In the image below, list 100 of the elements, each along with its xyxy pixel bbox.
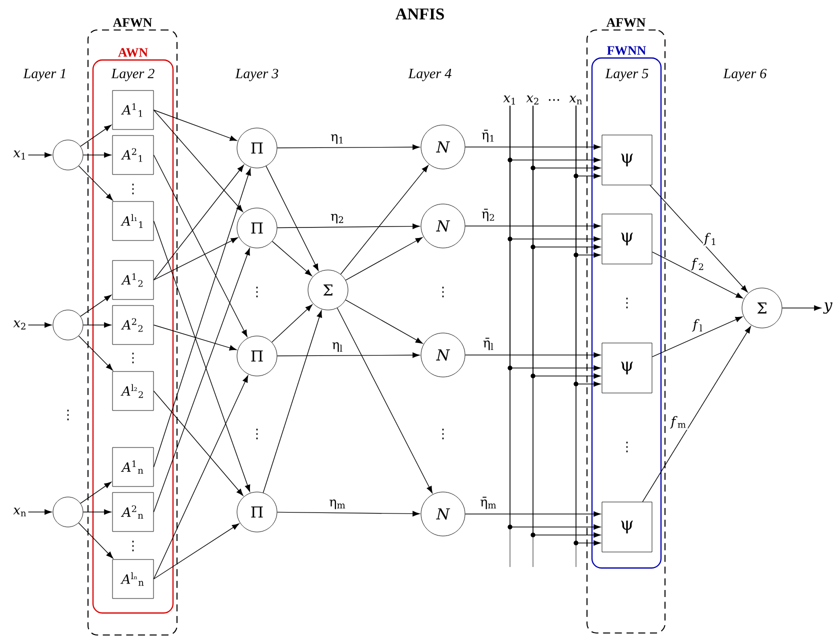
membership-box: A$^{1}$n — [112, 447, 154, 487]
edge-label: η$_{m}$ — [328, 498, 348, 510]
ellipsis: ⋮ — [67, 410, 69, 420]
ellipsis: ⋮ — [256, 286, 258, 298]
input-node — [52, 310, 84, 340]
arrow — [78, 336, 113, 371]
node-label: FWNN — [607, 46, 646, 55]
arrow — [153, 523, 240, 580]
layer-label: Layer 1 — [23, 68, 66, 82]
arrow — [153, 375, 248, 580]
node-label: AWN — [118, 48, 148, 57]
input-node — [52, 140, 84, 170]
ellipsis: ⋮ — [626, 442, 628, 452]
edge-label: η$_{1}$ — [329, 133, 346, 145]
arrow — [345, 237, 423, 280]
arrow — [276, 352, 420, 358]
arrow — [650, 184, 748, 292]
bus-label: x$_{2}$ — [526, 96, 538, 104]
edge-label: f$_{2}$ — [690, 256, 706, 272]
arrow — [652, 252, 743, 298]
arrow — [266, 166, 319, 271]
arrow — [345, 300, 423, 344]
normalization-node: N — [420, 204, 466, 248]
arrow — [530, 106, 601, 538]
arrow — [78, 522, 114, 559]
product-node: Π — [236, 128, 278, 168]
arrow — [78, 166, 113, 201]
arrow — [82, 509, 112, 515]
membership-box: A$^{l₂}$2 — [112, 371, 154, 411]
arrow — [464, 352, 601, 358]
arrow — [340, 165, 428, 275]
ellipsis: ⋮ — [626, 298, 628, 308]
wavelet-box: ψ — [602, 214, 652, 264]
arrow — [262, 310, 322, 494]
edge-label: f$_{1}$ — [702, 232, 718, 247]
layer-label: Layer 6 — [723, 68, 767, 82]
ellipsis: ⋮ — [442, 428, 444, 440]
ellipsis: ⋮ — [132, 540, 134, 552]
membership-box: A$^{2}$n — [112, 492, 154, 532]
sum-node: Σ — [742, 288, 782, 328]
arrow — [28, 152, 52, 158]
edge-label: η$_{l}$ — [330, 341, 344, 353]
node-label: AFWN — [112, 18, 152, 27]
edge-label: f$_{l}$ — [692, 318, 704, 333]
arrow — [80, 124, 112, 147]
arrow — [153, 237, 238, 280]
layer-label: Layer 5 — [605, 68, 648, 82]
arrow — [276, 144, 420, 150]
input-label: x$_{1}$ — [13, 150, 25, 160]
bus-label: x$_{n}$ — [569, 96, 582, 104]
membership-box: A$^{lₙ}$n — [112, 559, 154, 599]
ellipsis: … — [548, 99, 560, 101]
sum-node: Σ — [308, 270, 348, 310]
layer-label: Layer 3 — [235, 68, 278, 82]
arrow — [271, 304, 312, 343]
ellipsis: ⋮ — [442, 286, 444, 298]
input-label: x$_{n}$ — [13, 508, 26, 516]
edge-label: η$_{2}$ — [329, 212, 346, 225]
arrow — [642, 326, 751, 502]
output-label: y — [823, 302, 832, 314]
arrow — [782, 305, 822, 311]
wavelet-box: ψ — [602, 134, 652, 186]
wavelet-box: ψ — [602, 342, 652, 394]
arrow — [80, 482, 112, 504]
arrow — [272, 240, 312, 276]
arrow — [153, 110, 237, 141]
arrow — [464, 144, 601, 150]
product-node: Π — [236, 208, 278, 248]
ellipsis: ⋮ — [132, 184, 134, 194]
node-label: AFWN — [606, 18, 646, 27]
bus-label: x$_{1}$ — [503, 96, 515, 104]
arrow — [153, 324, 237, 350]
input-node — [52, 496, 84, 528]
edge-label: η̄$_{2}$ — [480, 208, 497, 222]
arrow — [276, 224, 420, 229]
product-node: Π — [236, 336, 278, 376]
arrow — [153, 220, 250, 492]
arrow — [336, 308, 432, 494]
product-node: Π — [236, 492, 278, 532]
arrow — [574, 105, 601, 546]
arrow — [80, 294, 112, 317]
arrow — [82, 152, 112, 158]
normalization-node: N — [420, 492, 466, 536]
arrow — [464, 511, 601, 517]
edge-label: η̄$_{l}$ — [482, 336, 496, 352]
layer-label: Layer 4 — [408, 68, 452, 82]
membership-box: A$^{1}$1 — [112, 90, 154, 130]
ellipsis: ⋮ — [256, 428, 258, 440]
arrow — [28, 509, 52, 515]
edge-label: f$_{m}$ — [670, 414, 688, 430]
input-label: x$_{2}$ — [13, 320, 26, 330]
normalization-node: N — [420, 332, 466, 378]
edge-label: η̄$_{1}$ — [480, 128, 497, 144]
arrow — [276, 510, 420, 516]
membership-box: A$^{l₁}$1 — [112, 201, 154, 241]
arrow — [464, 223, 601, 229]
arrow — [28, 322, 52, 328]
arrow — [153, 168, 251, 468]
arrow — [153, 248, 250, 512]
membership-box: A$^{1}$2 — [112, 260, 154, 300]
